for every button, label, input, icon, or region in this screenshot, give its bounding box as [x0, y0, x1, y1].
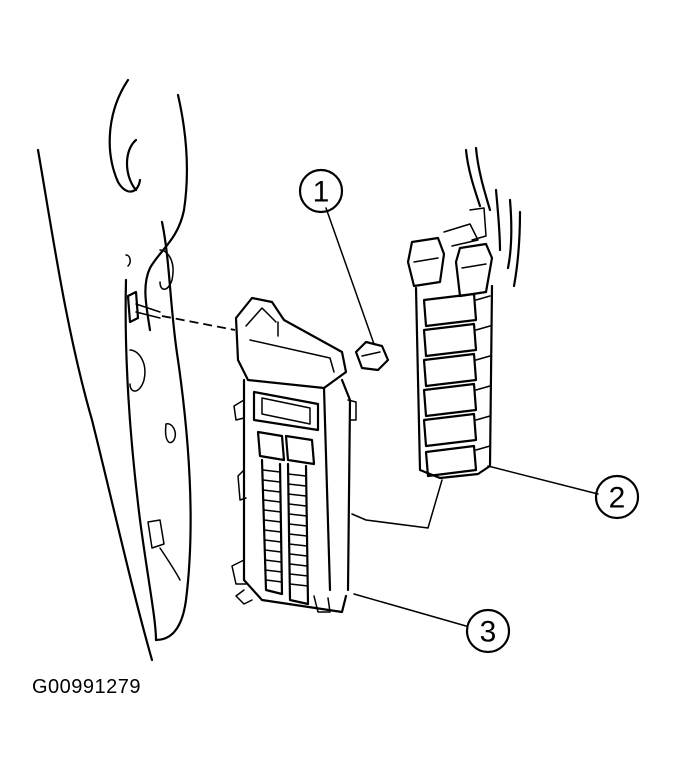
body-panel [36, 78, 192, 662]
harness-link-line [351, 479, 443, 529]
callout-1: 1 [298, 168, 344, 214]
fuse-block [231, 296, 357, 614]
fuse-rows-right [287, 473, 309, 587]
fuse-rows-left [262, 469, 283, 583]
harness-connectors [406, 236, 494, 480]
callout-3: 3 [465, 608, 511, 654]
callout-2-label: 2 [609, 482, 626, 515]
alignment-line [161, 315, 236, 331]
leader-line-1 [325, 207, 375, 345]
nut [354, 340, 390, 372]
callout-1-label: 1 [313, 176, 330, 209]
leader-line-3 [353, 593, 467, 627]
wiring-harness [443, 146, 522, 288]
leader-line-2 [487, 465, 599, 495]
mounting-stud [126, 290, 161, 324]
callout-2: 2 [594, 474, 640, 520]
figure-code: G00991279 [32, 676, 142, 698]
callout-3-label: 3 [480, 616, 497, 649]
